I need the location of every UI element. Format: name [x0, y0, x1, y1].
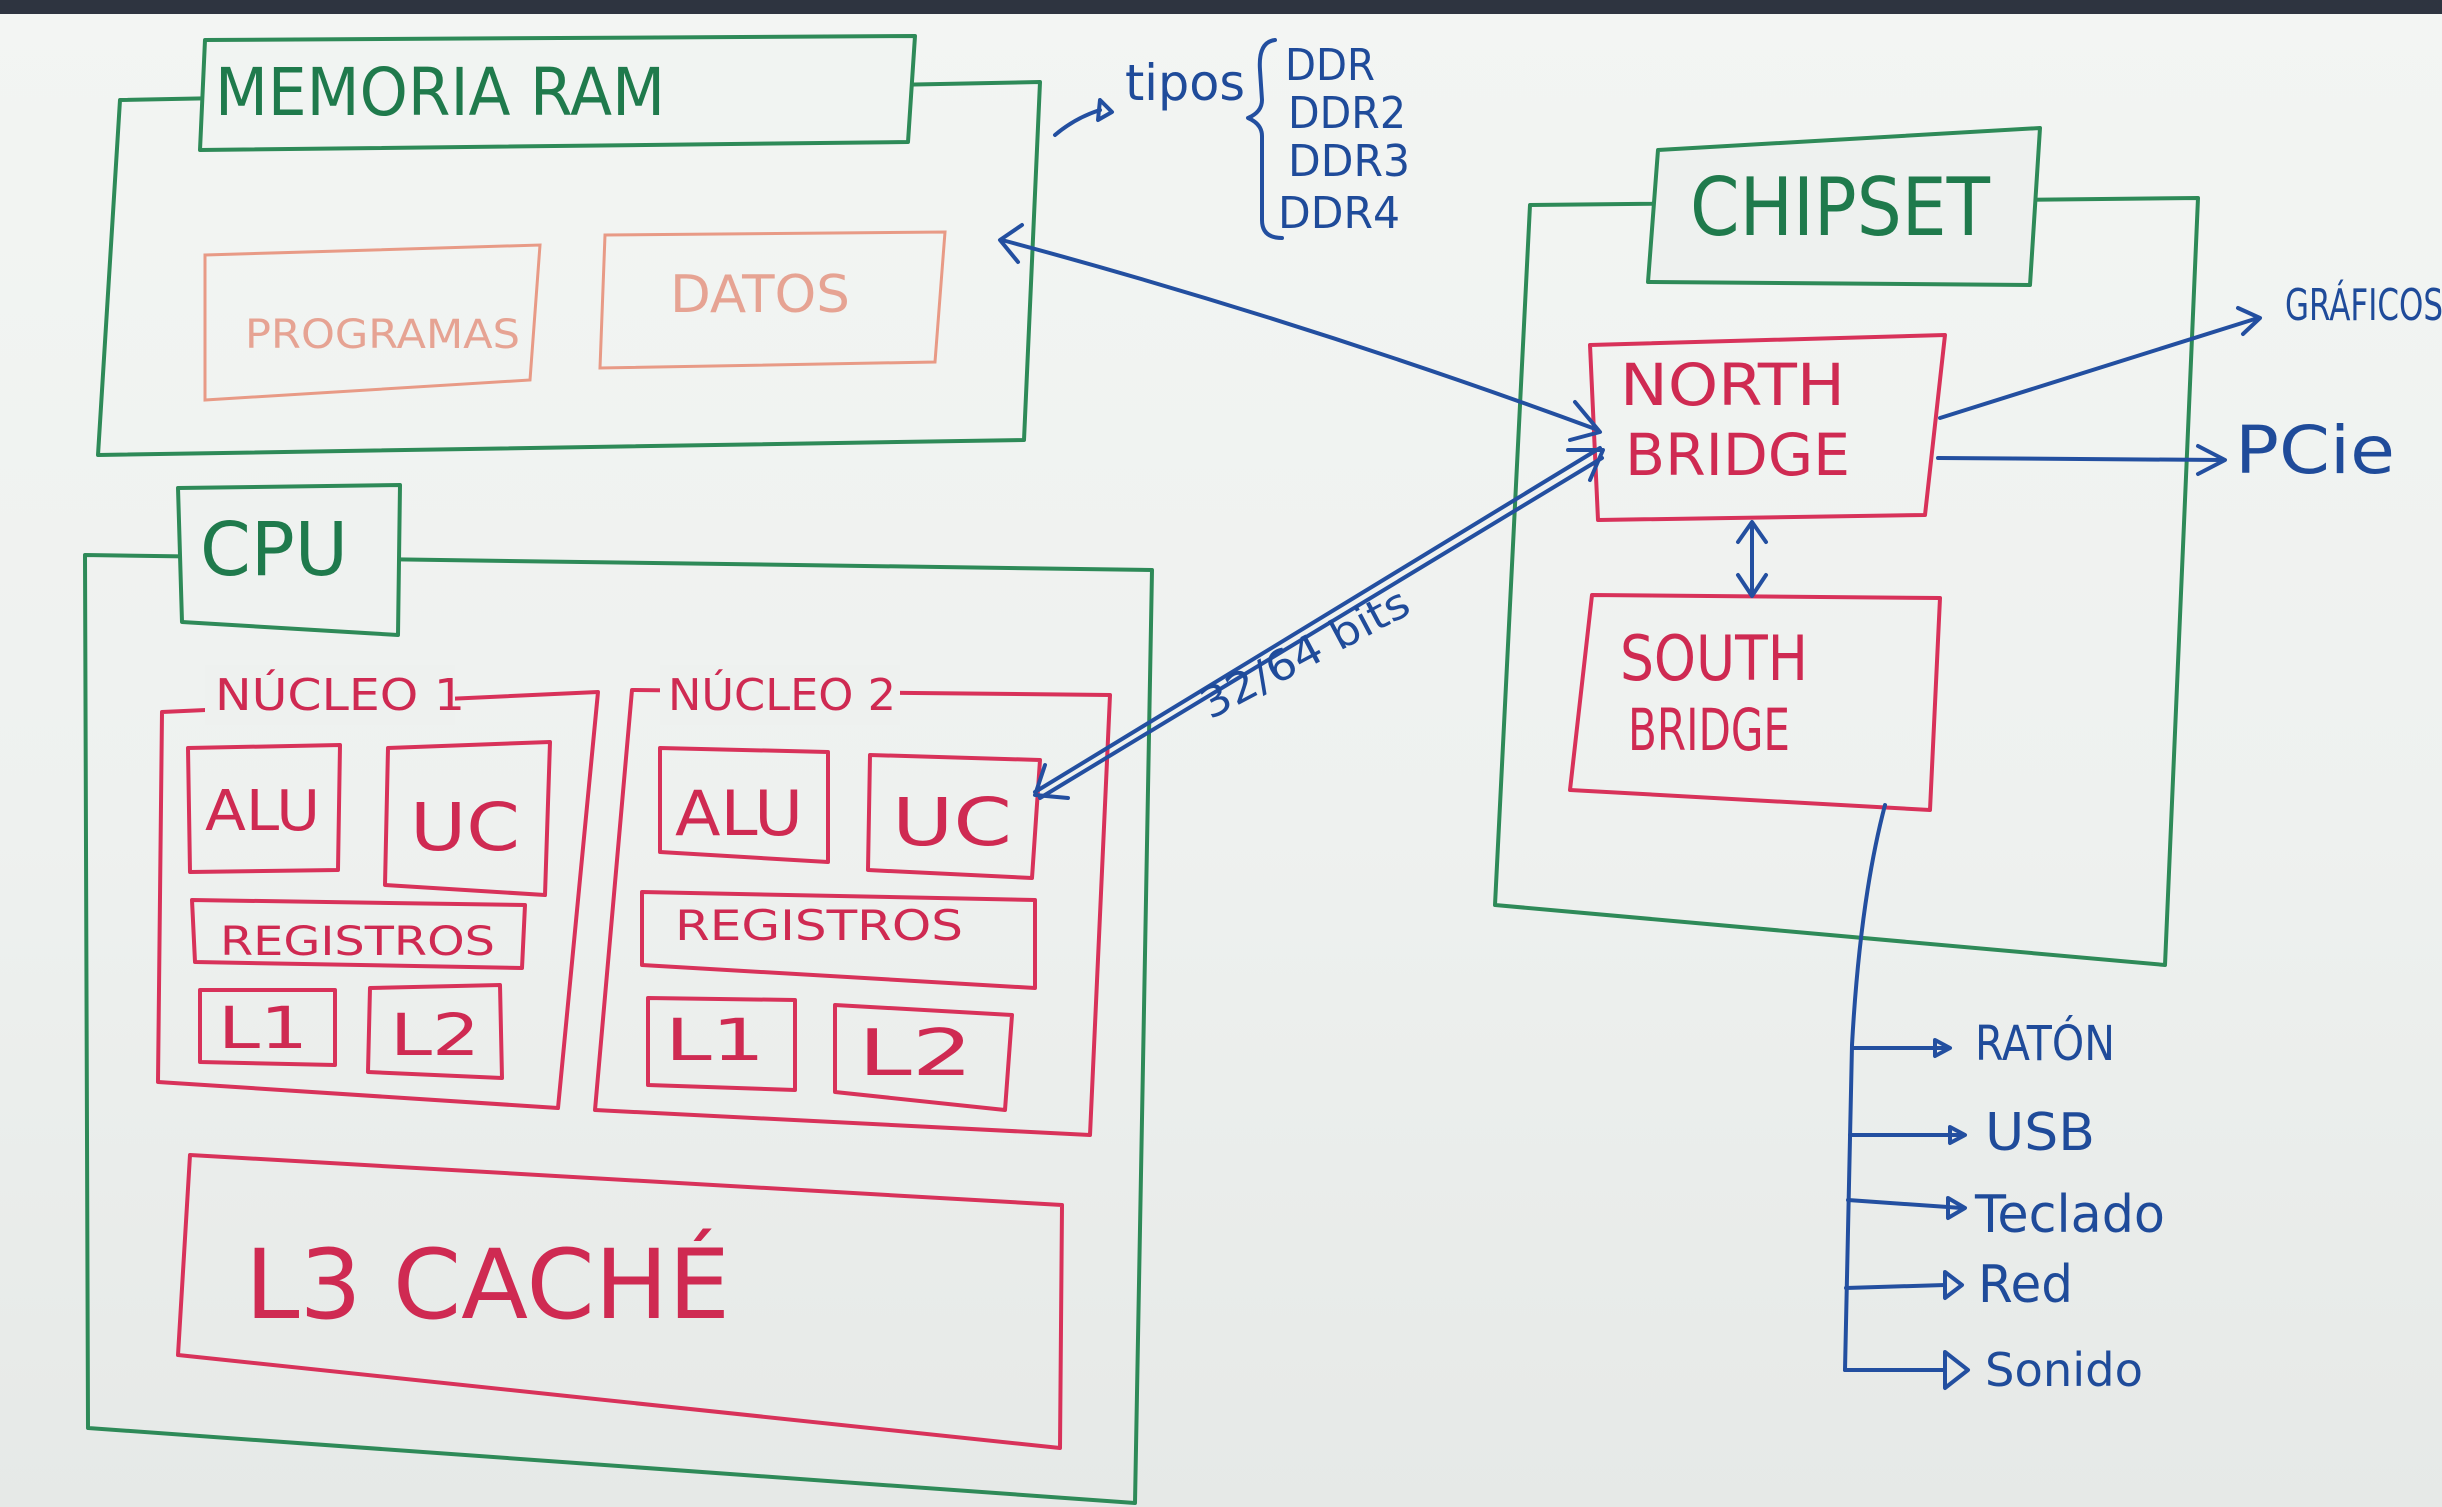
core-1-alu-box	[186, 743, 342, 874]
cpu-bus-arrowhead-cpu	[1033, 763, 1070, 800]
north-pcie-line	[1936, 456, 2224, 462]
core-2-registers-box	[640, 890, 1037, 990]
core-1-l2-box	[366, 983, 504, 1080]
core-2-alu-box	[658, 746, 830, 864]
type-ddr2: DDR2	[1288, 88, 1406, 139]
south-bridge-line2: BRIDGE	[1628, 696, 1790, 764]
core-2-l1-box	[646, 996, 797, 1092]
core-2-box	[593, 688, 1112, 1137]
core-1-uc: UC	[410, 789, 520, 866]
north-bridge-line1: NORTH	[1620, 351, 1845, 419]
south-bridge-box	[1568, 593, 1942, 812]
cpu-northbridge-bus-2	[1038, 456, 1604, 800]
arrow-raton	[1933, 1038, 1952, 1058]
ram-bus-arrowhead-north	[1568, 400, 1602, 442]
type-ddr4: DDR4	[1278, 188, 1400, 239]
output-raton: RATÓN	[1975, 1015, 2115, 1072]
output-red: Red	[1978, 1255, 2073, 1315]
north-south-arrowhead-up	[1736, 520, 1768, 544]
core-2-uc-box	[866, 753, 1042, 880]
type-ddr: DDR	[1285, 40, 1375, 91]
north-south-arrowhead-down	[1736, 573, 1768, 598]
arrow-sonido	[1943, 1350, 1970, 1390]
whiteboard-frame	[0, 0, 2442, 14]
chipset-title: CHIPSET	[1690, 161, 1991, 254]
arrow-teclado	[1946, 1196, 1967, 1220]
arrow-usb	[1948, 1125, 1967, 1145]
cpu-title: CPU	[200, 507, 348, 593]
core-1-uc-box	[383, 740, 552, 897]
cpu-bus-arrowhead-north	[1566, 448, 1605, 482]
cpu-outer-box	[83, 553, 1154, 1505]
north-graphics-line	[1938, 316, 2260, 420]
ram-types: tipos DDR DDR2 DDR3 DDR4	[1053, 38, 1410, 240]
core-1-alu: ALU	[205, 779, 320, 844]
output-graphics: GRÁFICOS	[2285, 278, 2442, 331]
chipset-outer-box	[1493, 196, 2200, 967]
output-usb: USB	[1985, 1103, 2095, 1163]
ram-northbridge-bus	[1000, 238, 1600, 432]
core-2-title: NÚCLEO 2	[668, 668, 896, 721]
core-2-title-bg	[660, 665, 900, 725]
ram-block: MEMORIA RAM PROGRAMAS DATOS	[96, 34, 1042, 457]
south-trunk-line	[1843, 803, 1887, 1372]
bus-width-label: 32/64 bits	[1192, 578, 1418, 729]
types-brace	[1246, 38, 1284, 240]
core-1-registers: REGISTROS	[220, 919, 495, 965]
core-1-l2: L2	[390, 1001, 480, 1069]
core-1-l1: L1	[218, 994, 308, 1062]
core-1-registers-box	[190, 898, 527, 970]
core-1-title: NÚCLEO 1	[215, 668, 465, 721]
core-2-alu: ALU	[675, 777, 803, 850]
link-red	[1844, 1283, 1947, 1290]
cpu-northbridge-bus-1	[1033, 446, 1602, 794]
types-pointer-line	[1053, 108, 1102, 137]
core-2: NÚCLEO 2 ALU UC REGISTROS L1 L2	[593, 665, 1112, 1137]
pcie-arrowhead	[2196, 444, 2227, 476]
ram-title: MEMORIA RAM	[215, 54, 665, 131]
core-2-l1: L1	[665, 1006, 765, 1074]
ram-bus-arrowhead-ram	[998, 223, 1024, 264]
types-label: tipos	[1125, 54, 1245, 112]
cpu-title-box	[176, 483, 402, 637]
l3-cache-box	[176, 1153, 1064, 1450]
output-teclado: Teclado	[1974, 1185, 2165, 1245]
l3-cache-label: L3 CACHÉ	[245, 1228, 730, 1341]
chipset-title-box	[1646, 126, 2042, 287]
cpu-block: CPU NÚCLEO 1 ALU UC REGISTROS L1 L2 NÚCL…	[83, 483, 1154, 1505]
output-pcie: PCie	[2235, 412, 2395, 489]
arrow-red	[1943, 1270, 1964, 1300]
core-1: NÚCLEO 1 ALU UC REGISTROS L1 L2	[156, 665, 600, 1110]
type-ddr3: DDR3	[1288, 136, 1410, 187]
north-bridge-line2: BRIDGE	[1625, 421, 1850, 489]
graphics-arrowhead	[2236, 306, 2262, 336]
output-sonido: Sonido	[1985, 1343, 2143, 1397]
ram-title-box	[198, 34, 917, 152]
core-1-l1-box	[198, 988, 337, 1067]
link-teclado	[1846, 1198, 1964, 1210]
programs-box	[203, 243, 542, 402]
data-box	[598, 230, 947, 370]
chipset-block: CHIPSET NORTH BRIDGE SOUTH BRIDGE	[1493, 126, 2200, 967]
types-pointer-arrowhead	[1096, 98, 1114, 122]
data-label: DATOS	[670, 265, 850, 325]
programs-label: PROGRAMAS	[245, 312, 520, 358]
core-2-l2: L2	[858, 1017, 973, 1091]
core-2-registers: REGISTROS	[675, 901, 963, 950]
core-1-title-bg	[205, 665, 455, 725]
south-bridge-line1: SOUTH	[1620, 622, 1808, 695]
core-2-l2-box	[833, 1003, 1014, 1112]
core-2-uc: UC	[892, 784, 1012, 861]
